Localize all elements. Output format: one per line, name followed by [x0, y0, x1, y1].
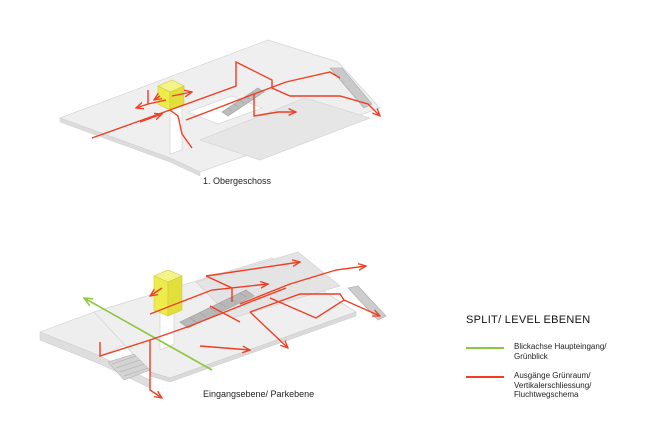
upper-floor-plan [58, 39, 380, 177]
upper-floor-core [157, 79, 185, 111]
legend-circulation-text: Ausgänge Grünraum/ Vertikalerschliessung… [514, 371, 592, 399]
legend-circulation-swatch [466, 376, 504, 378]
upper-floor-circulation [91, 60, 380, 149]
entrance-level-plan [39, 251, 387, 398]
legend-view-axis-text: Blickachse Haupteingang/ Grünblick [514, 342, 607, 361]
upper-floor-slab-edge [59, 117, 201, 177]
entrance-level-caption: Eingangsebene/ Parkebene [203, 389, 315, 399]
upper-floor-side-ramp [329, 67, 373, 109]
legend-title: SPLIT/ LEVEL EBENEN [466, 314, 591, 326]
entrance-core [153, 269, 183, 317]
upper-floor-lower-wing [199, 97, 371, 161]
legend-view-axis-swatch [466, 347, 504, 349]
view-axis-line [84, 298, 213, 371]
entrance-circulation [99, 262, 380, 398]
upper-floor-caption: 1. Obergeschoss [203, 176, 272, 186]
